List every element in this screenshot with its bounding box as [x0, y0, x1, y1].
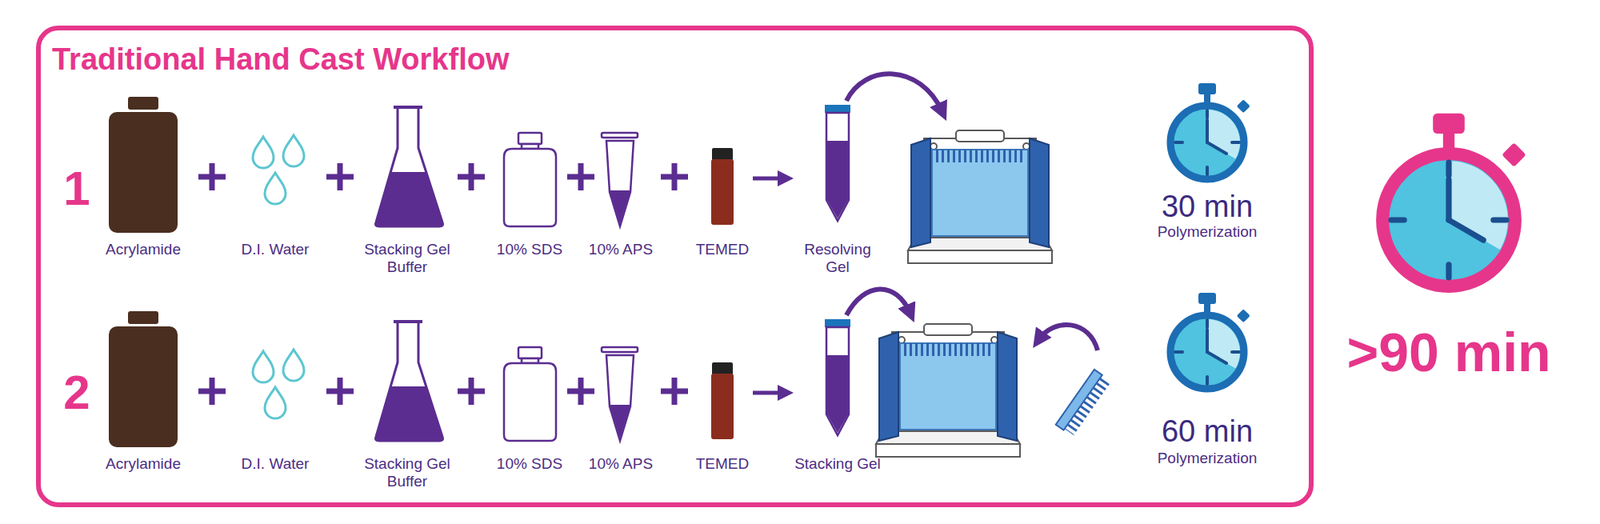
reagent-label: Acrylamide [105, 455, 181, 473]
stopwatch [1170, 83, 1251, 180]
workflow-panel: Traditional Hand Cast Workflow [36, 25, 1314, 508]
reagent-label: TEMED [696, 455, 750, 473]
total-stopwatch [1382, 113, 1527, 287]
stopwatch [1170, 292, 1251, 389]
reagent-label: 10% SDS [496, 455, 563, 473]
pour-arrow [846, 288, 911, 316]
reagent-label: TEMED [696, 240, 750, 259]
comb-arrow [1038, 324, 1098, 351]
step-number: 1 [63, 164, 90, 213]
time-label: 30 min [1161, 190, 1253, 224]
casting-stand [876, 324, 1020, 457]
gel-label: Resolving Gel [797, 240, 878, 276]
step-number: 2 [63, 368, 90, 417]
total-time: >90 min [1346, 322, 1551, 383]
reagent-label: 10% SDS [496, 240, 563, 259]
reagent-label: 10% APS [588, 240, 653, 259]
time-label: 60 min [1161, 415, 1253, 449]
comb [1056, 369, 1112, 437]
gel-label: Stacking Gel [794, 455, 881, 473]
reagent-label: Acrylamide [105, 240, 181, 259]
reagent-row [108, 96, 851, 233]
reagent-label: D.I. Water [241, 240, 310, 259]
time-caption: Polymerization [1157, 223, 1258, 241]
reagent-label: 10% APS [588, 455, 653, 473]
reagent-label: Stacking Gel Buffer [355, 455, 460, 491]
reagent-label: D.I. Water [241, 455, 310, 473]
casting-stand [908, 130, 1052, 264]
panel-title: Traditional Hand Cast Workflow [52, 43, 509, 77]
pour-arrow [846, 73, 943, 112]
time-caption: Polymerization [1157, 449, 1258, 468]
reagent-label: Stacking Gel Buffer [355, 240, 460, 276]
reagent-row [108, 311, 851, 448]
